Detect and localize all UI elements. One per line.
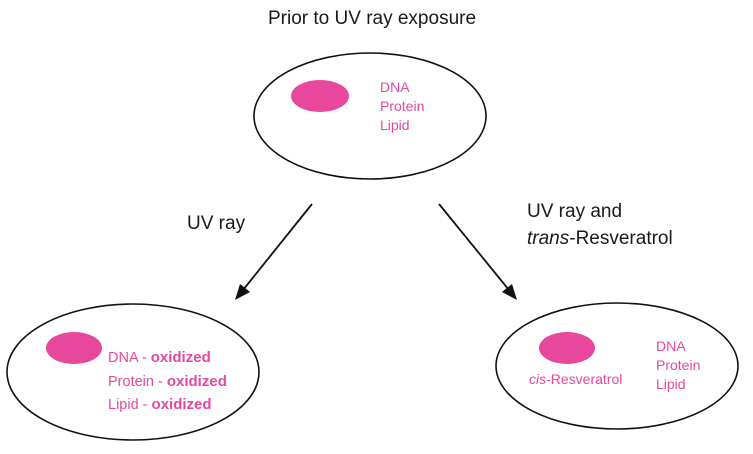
top-cell-nucleus	[291, 80, 349, 112]
arrow-right-label-line2: trans-Resveratrol	[527, 229, 673, 248]
left-cell-ellipse	[6, 303, 260, 441]
row-state: oxidized	[151, 396, 212, 413]
right-cell-protein-label: Protein	[656, 357, 701, 373]
left-cell-row-protein: Protein - oxidized	[108, 374, 227, 390]
right-cell-dna-label: DNA	[656, 338, 686, 354]
arrow-left	[235, 203, 313, 300]
row-sep: -	[137, 350, 151, 366]
top-cell-lipid-label: Lipid	[380, 117, 410, 133]
row-name: Lipid	[108, 397, 139, 413]
arrow-right	[438, 203, 517, 300]
resveratrol-suffix: -Resveratrol	[569, 228, 673, 249]
row-sep: -	[153, 374, 167, 390]
top-cell-dna-label: DNA	[380, 79, 410, 95]
cis-prefix: cis	[529, 371, 547, 387]
cis-resveratrol-suffix: -Resveratrol	[546, 371, 623, 387]
left-cell-row-lipid: Lipid - oxidized	[108, 397, 212, 413]
top-cell-ellipse	[253, 52, 487, 180]
right-cell-ellipse	[495, 302, 739, 430]
row-name: Protein	[108, 374, 154, 390]
row-state: oxidized	[166, 373, 227, 390]
right-cell-nucleus	[539, 332, 595, 364]
top-cell-protein-label: Protein	[380, 98, 425, 114]
left-cell-nucleus	[46, 332, 102, 364]
diagram-title: Prior to UV ray exposure	[268, 8, 477, 29]
arrow-right-label-line1: UV ray and	[527, 201, 623, 222]
left-cell-row-dna: DNA - oxidized	[108, 350, 211, 366]
trans-prefix: trans	[527, 228, 570, 249]
row-sep: -	[138, 397, 152, 413]
arrow-left-label: UV ray	[187, 213, 246, 234]
right-cell-cis-resveratrol: cis-Resveratrol	[529, 372, 622, 386]
row-state: oxidized	[150, 349, 211, 366]
right-cell-lipid-label: Lipid	[656, 376, 686, 392]
row-name: DNA	[108, 350, 138, 366]
